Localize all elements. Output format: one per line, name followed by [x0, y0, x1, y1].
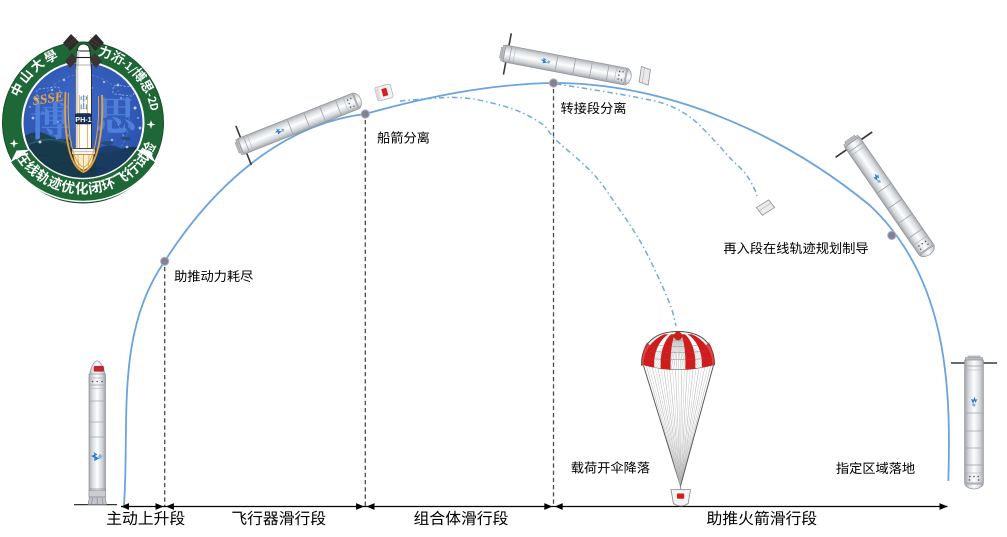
svg-text:SSSE: SSSE: [31, 89, 64, 108]
svg-text:PH-1: PH-1: [75, 115, 91, 124]
